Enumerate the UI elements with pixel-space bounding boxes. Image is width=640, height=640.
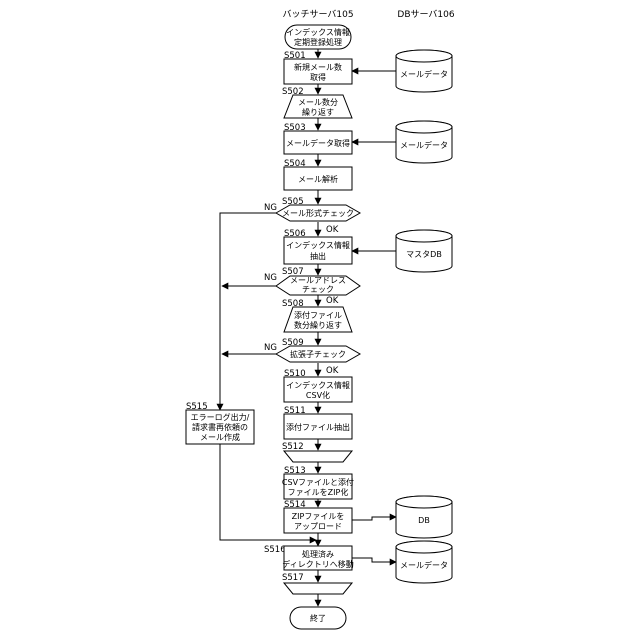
svg-text:インデックス情報: インデックス情報: [286, 380, 350, 390]
svg-text:添付ファイル抽出: 添付ファイル抽出: [286, 422, 350, 432]
zip-csv-attachments-box: CSVファイルと添付 ファイルをZIP化: [282, 474, 354, 499]
svg-text:ディレクトリへ移動: ディレクトリへ移動: [282, 559, 353, 569]
svg-text:新規メール数: 新規メール数: [294, 62, 342, 72]
svg-text:メールデータ取得: メールデータ取得: [286, 138, 350, 148]
db-cylinder: DB: [396, 496, 452, 538]
index-info-csv-box: インデックス情報 CSV化: [284, 377, 352, 402]
move-to-processed-box: 処理済み ディレクトリへ移動: [282, 546, 353, 570]
master-db: マスタDB: [396, 230, 452, 272]
attachment-loop-end: [284, 451, 352, 462]
svg-text:メール解析: メール解析: [298, 174, 338, 184]
svg-text:アップロード: アップロード: [294, 522, 342, 531]
svg-text:メール作成: メール作成: [200, 432, 240, 442]
mail-address-check-decision: メールアドレス チェック: [276, 276, 360, 295]
extract-index-info-box: インデックス情報 抽出: [284, 237, 352, 264]
ok-label-s507: OK: [326, 296, 339, 306]
svg-text:メールアドレス: メールアドレス: [290, 276, 346, 285]
svg-text:定期登録処理: 定期登録処理: [294, 37, 342, 47]
svg-text:処理済み: 処理済み: [302, 549, 334, 559]
start-terminal: インデックス情報 定期登録処理: [285, 25, 351, 49]
svg-text:マスタDB: マスタDB: [406, 250, 442, 259]
step-s517: S517: [282, 573, 304, 583]
svg-text:ファイルをZIP化: ファイルをZIP化: [288, 487, 349, 497]
upload-zip-box: ZIPファイルを アップロード: [284, 508, 352, 533]
svg-text:終了: 終了: [310, 613, 326, 623]
svg-text:ZIPファイルを: ZIPファイルを: [292, 512, 345, 521]
ng-label-s507: NG: [264, 273, 277, 283]
svg-text:インデックス情報: インデックス情報: [286, 27, 350, 37]
svg-text:拡張子チェック: 拡張子チェック: [290, 349, 346, 359]
svg-text:数分繰り返す: 数分繰り返す: [294, 320, 342, 330]
mail-data-db-2: メールデータ: [396, 121, 452, 163]
mail-loop-start: メール数分 繰り返す: [284, 95, 352, 118]
ng-label-s505: NG: [264, 203, 277, 213]
svg-text:取得: 取得: [310, 72, 326, 82]
ok-label-s509: OK: [326, 366, 339, 376]
ng-label-s509: NG: [264, 343, 277, 353]
ok-label-s505: OK: [326, 225, 339, 235]
extension-check-decision: 拡張子チェック: [276, 346, 360, 362]
svg-text:インデックス情報: インデックス情報: [286, 240, 350, 250]
get-new-mail-count-box: 新規メール数 取得: [284, 59, 352, 84]
get-mail-data-box: メールデータ取得: [284, 131, 352, 154]
db-server-header: DBサーバ106: [397, 9, 454, 20]
svg-text:抽出: 抽出: [310, 251, 326, 261]
mail-analysis-box: メール解析: [284, 167, 352, 190]
svg-text:繰り返す: 繰り返す: [302, 107, 334, 117]
mail-data-db-3: メールデータ: [396, 541, 452, 583]
attachment-loop-start: 添付ファイル 数分繰り返す: [284, 307, 352, 332]
batch-server-header: バッチサーバ105: [282, 9, 353, 20]
svg-text:メール数分: メール数分: [298, 97, 338, 107]
svg-text:チェック: チェック: [302, 285, 334, 294]
svg-text:DB: DB: [418, 516, 430, 525]
mail-data-db-1: メールデータ: [396, 50, 452, 92]
svg-text:CSV化: CSV化: [306, 390, 330, 400]
svg-text:メール形式チェック: メール形式チェック: [282, 208, 354, 218]
svg-text:メールデータ: メールデータ: [400, 69, 448, 79]
svg-text:メールデータ: メールデータ: [400, 560, 448, 570]
step-s516: S516: [264, 545, 286, 555]
svg-text:エラーログ出力/: エラーログ出力/: [191, 412, 250, 422]
end-terminal: 終了: [290, 607, 346, 629]
mail-format-check-decision: メール形式チェック: [276, 205, 360, 221]
mail-loop-end: [284, 583, 352, 594]
error-log-output-box: エラーログ出力/ 請求書再依頼の メール作成: [186, 410, 254, 444]
extract-attachment-box: 添付ファイル抽出: [284, 414, 352, 439]
svg-text:請求書再依頼の: 請求書再依頼の: [192, 422, 248, 432]
svg-text:メールデータ: メールデータ: [400, 140, 448, 150]
svg-text:CSVファイルと添付: CSVファイルと添付: [282, 477, 354, 487]
svg-text:添付ファイル: 添付ファイル: [294, 310, 342, 320]
